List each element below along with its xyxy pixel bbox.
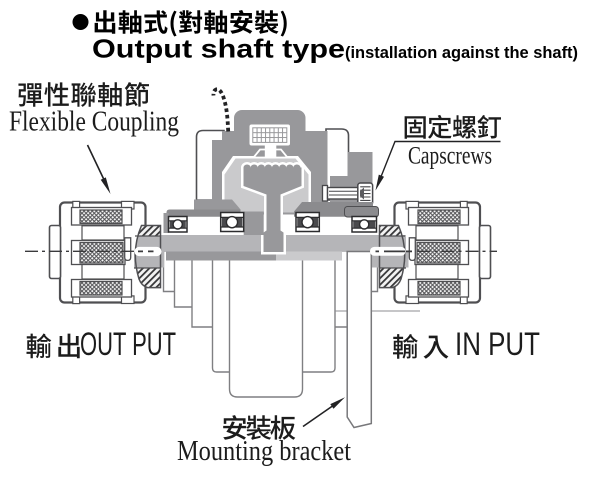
svg-text:Flexible Coupling: Flexible Coupling [9, 106, 179, 138]
svg-text:Output shaft type: Output shaft type [92, 34, 345, 64]
svg-text:OUT PUT: OUT PUT [80, 326, 176, 362]
svg-text:IN PUT: IN PUT [455, 326, 540, 362]
svg-text:Capscrews: Capscrews [408, 143, 492, 170]
svg-text:(installation against the shaf: (installation against the shaft) [345, 43, 578, 62]
svg-text:Mounting bracket: Mounting bracket [177, 436, 351, 467]
